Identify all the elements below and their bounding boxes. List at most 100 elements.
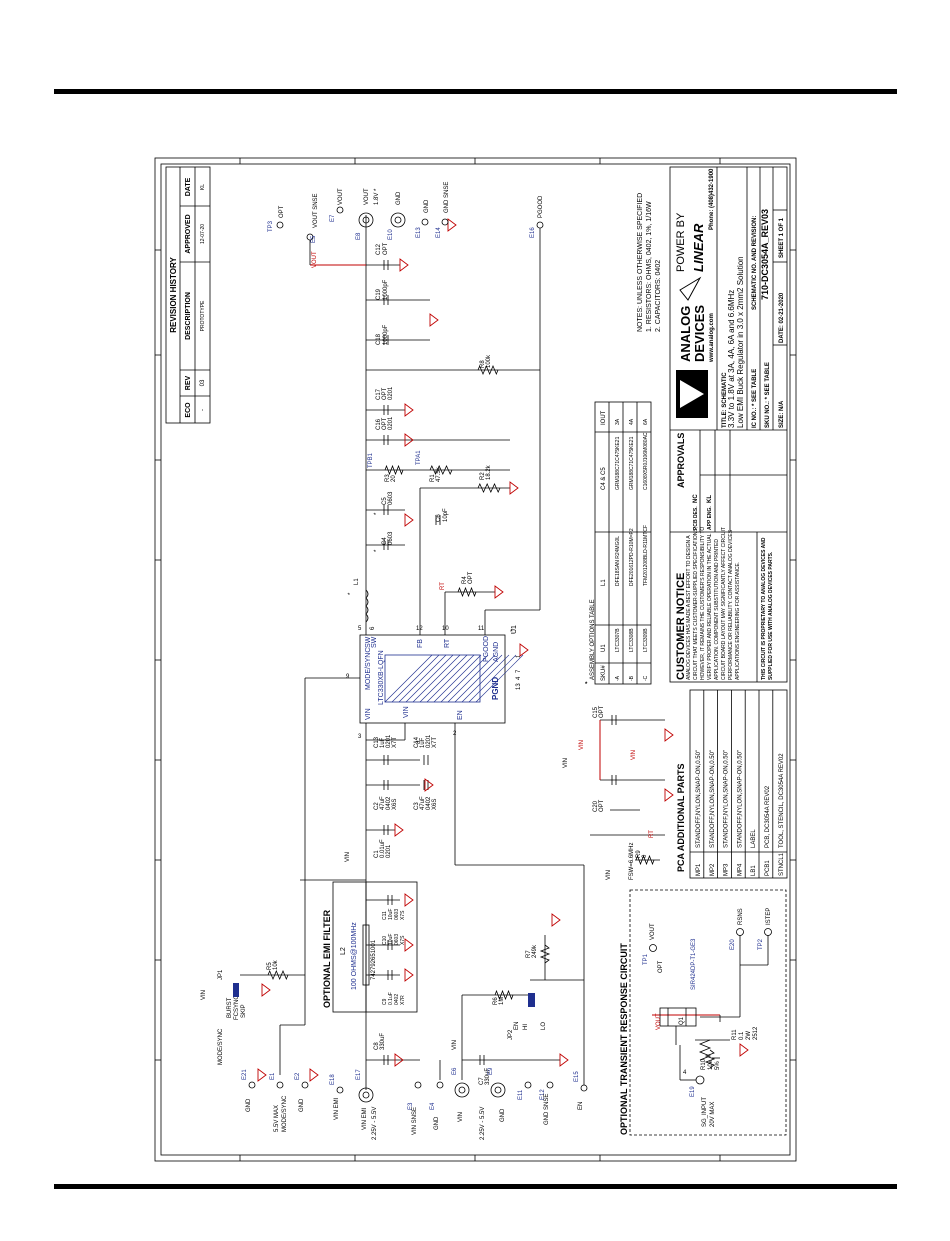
- customer-notice-body: ANALOG DEVICES HAS MADE A BEST EFFORT TO…: [686, 527, 741, 680]
- svg-text:3: 3: [358, 734, 362, 740]
- sheet-inner-border: [160, 163, 791, 1156]
- svg-text:0603: 0603: [388, 491, 394, 505]
- svg-text:C4: C4: [382, 537, 388, 545]
- svg-text:C11: C11: [382, 911, 388, 920]
- svg-text:POWER BY: POWER BY: [675, 212, 687, 272]
- ic-no: IC NO.: * SEE TABLE: [752, 369, 758, 428]
- resistor: [494, 989, 514, 1001]
- schematic-number: 710-DC3054A_REV03: [760, 209, 770, 300]
- svg-text:E20: E20: [730, 939, 736, 950]
- app-eng: KL: [707, 495, 713, 503]
- ground-symbol: [404, 403, 414, 417]
- assembly-cell: 3A: [615, 418, 621, 425]
- svg-text:742792651001: 742792651001: [371, 939, 377, 980]
- svg-text:R5: R5: [267, 962, 273, 970]
- svg-text:E3: E3: [408, 1102, 414, 1110]
- svg-text:GND SNSE: GND SNSE: [444, 182, 450, 213]
- pad-hatch: [468, 654, 517, 703]
- pcb-des-label: PCB DES.: [693, 506, 699, 530]
- sku-no: SKU NO.: * SEE TABLE: [765, 362, 771, 428]
- svg-text:0201: 0201: [426, 734, 432, 748]
- svg-text:VOUT: VOUT: [338, 188, 344, 205]
- pca-ref: LB1: [751, 865, 757, 876]
- svg-text:E10: E10: [388, 229, 394, 240]
- svg-text:100k: 100k: [486, 354, 492, 368]
- svg-text:VIN: VIN: [458, 1112, 464, 1122]
- customer-notice-title: CUSTOMER NOTICE: [675, 573, 687, 680]
- svg-text:1M: 1M: [499, 997, 505, 1005]
- svg-text:E19: E19: [690, 1086, 696, 1097]
- svg-text:RT: RT: [444, 638, 451, 648]
- svg-text:R2: R2: [480, 472, 486, 480]
- customer-notice-line: VERIFY PROPER AND RELIABLE OPERATION IN …: [707, 533, 713, 680]
- resistor: [457, 586, 477, 598]
- svg-text:R10: R10: [701, 1058, 707, 1070]
- customer-notice-line: APPLICATIONS ENGINEERING FOR ASSISTANCE.: [735, 562, 741, 680]
- svg-text:E17: E17: [356, 1069, 362, 1080]
- pca-ref: MP3: [724, 863, 730, 876]
- svg-text:249k: 249k: [532, 944, 538, 958]
- ground-symbol: [739, 1043, 749, 1057]
- svg-text:SKIP: SKIP: [241, 1004, 247, 1018]
- svg-text:*: *: [374, 549, 380, 552]
- svg-text:X7T: X7T: [392, 737, 398, 748]
- svg-text:0603: 0603: [394, 934, 400, 945]
- ic-u1: [359, 634, 506, 724]
- pca-additional-parts: PCA ADDITIONAL PARTS MP1STANDOFF,NYLON,S…: [676, 689, 788, 879]
- svg-text:0402: 0402: [394, 994, 400, 1005]
- svg-text:AGND: AGND: [493, 642, 500, 662]
- resistor: [635, 854, 655, 866]
- sheet-number: SHEET 1 OF 1: [779, 217, 785, 258]
- pad-hatch: [412, 654, 461, 703]
- svg-text:C9: C9: [382, 998, 388, 1005]
- assembly-cell: GRM188C71C475KE21: [615, 436, 621, 490]
- svg-text:C18: C18: [376, 333, 382, 345]
- ground-symbol: [494, 585, 504, 599]
- pad-hatch: [419, 654, 468, 703]
- assembly-header-cell: SKU#: [601, 665, 607, 681]
- border-ticks: [155, 158, 796, 1161]
- resistor: [384, 464, 404, 476]
- svg-text:OPT: OPT: [599, 705, 605, 718]
- transient-circuit: OPTIONAL TRANSIENT RESPONSE CIRCUIT Q1 S…: [619, 889, 787, 1136]
- svg-text:0201: 0201: [388, 386, 394, 400]
- svg-text:Q1: Q1: [679, 1016, 685, 1025]
- pad-hatch: [440, 654, 489, 703]
- svg-text:TP2: TP2: [758, 938, 764, 950]
- assembly-cell: LTC3308B: [629, 628, 635, 652]
- ground-symbol: [404, 513, 414, 527]
- svg-text:OPT: OPT: [468, 571, 474, 584]
- svg-text:0402: 0402: [386, 796, 392, 810]
- resistor: [267, 969, 289, 981]
- svg-text:LINEAR: LINEAR: [691, 223, 706, 272]
- ground-symbol: [399, 258, 409, 272]
- svg-text:VIN: VIN: [579, 740, 585, 750]
- proprietary-line2: SUPPLIED FOR USE WITH ANALOG DEVICES PAR…: [768, 551, 774, 680]
- svg-text:C19: C19: [376, 288, 382, 300]
- svg-text:E8: E8: [356, 232, 362, 240]
- svg-text:VOUT: VOUT: [312, 251, 318, 268]
- svg-text:9: 9: [346, 674, 350, 680]
- ground-symbol: [424, 778, 434, 792]
- svg-text:E14: E14: [436, 227, 442, 238]
- customer-notice-line: APPLICATION. COMPONENT SUBSTITUTION AND …: [714, 539, 720, 680]
- svg-text:0201: 0201: [388, 416, 394, 430]
- pca-ref: PCB1: [765, 860, 771, 876]
- rev-eco: -: [200, 409, 206, 411]
- rev-header-rev: REV: [185, 375, 192, 390]
- svg-text:C10: C10: [382, 936, 388, 945]
- component-labels: * L1 * C4 0603 * C5 0603 C6 10pF R3 20 R…: [201, 242, 655, 1085]
- date: DATE: 02-21-2020: [779, 292, 785, 343]
- resistor: [704, 1049, 716, 1069]
- svg-text:330uF: 330uF: [485, 1068, 491, 1085]
- ground-symbol: [261, 983, 271, 997]
- svg-text:X7T: X7T: [432, 737, 438, 748]
- assembly-cell: LTC3309B: [643, 628, 649, 652]
- svg-text:20: 20: [391, 475, 397, 482]
- assembly-cell: 6A: [643, 418, 649, 425]
- svg-text:E21: E21: [242, 1069, 248, 1080]
- svg-text:GND: GND: [246, 1098, 252, 1112]
- svg-text:EN: EN: [514, 1022, 520, 1030]
- svg-text:MODE/SYNC: MODE/SYNC: [365, 648, 372, 690]
- svg-text:C12: C12: [376, 243, 382, 255]
